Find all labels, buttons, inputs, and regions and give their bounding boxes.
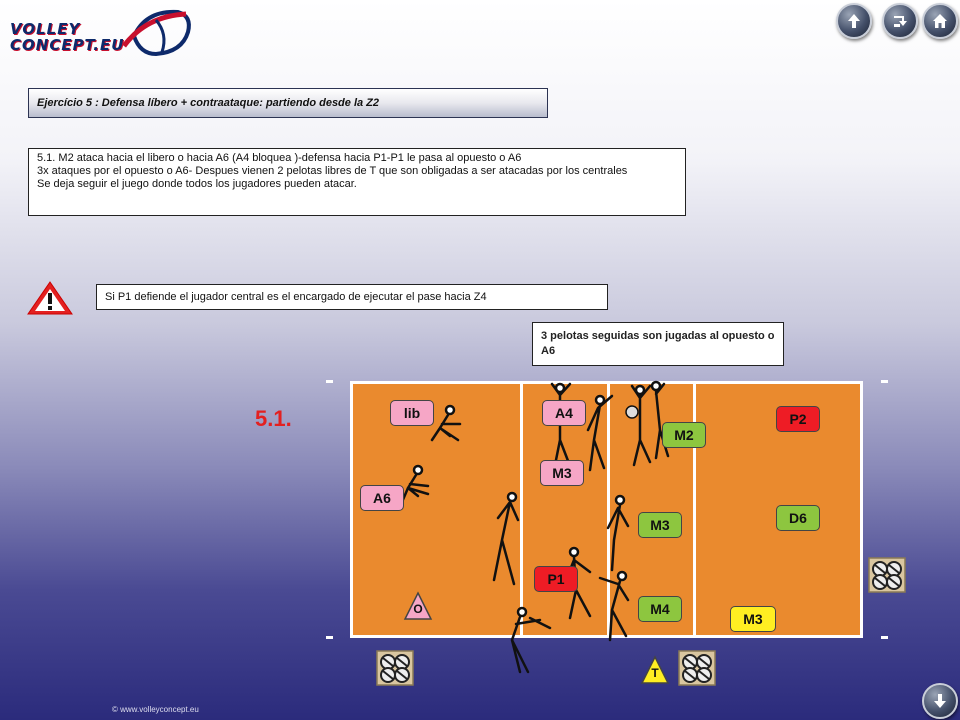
triangle-icon bbox=[403, 591, 433, 620]
marker-o-label: O bbox=[413, 602, 423, 616]
logo: VOLLEY CONCEPT.EU bbox=[6, 6, 196, 58]
description-line: Se deja seguir el juego donde todos los … bbox=[37, 178, 357, 190]
home-icon bbox=[933, 14, 947, 28]
player-p2: P2 bbox=[776, 406, 820, 432]
court-corner-mark bbox=[881, 380, 888, 383]
logo-text-concept: CONCEPT.EU bbox=[10, 36, 125, 54]
player-lib: lib bbox=[390, 400, 434, 426]
player-m3-mid: M3 bbox=[638, 512, 682, 538]
player-m3-right: M3 bbox=[730, 606, 776, 632]
court-corner-mark bbox=[326, 380, 333, 383]
player-m4: M4 bbox=[638, 596, 682, 622]
description-line: 3x ataques por el opuesto o A6- Despues … bbox=[37, 165, 628, 177]
exercise-description: 5.1. M2 ataca hacia el libero o hacia A6… bbox=[28, 148, 686, 216]
down-arrow-icon bbox=[934, 694, 946, 708]
volleyball-logo-icon bbox=[121, 9, 191, 57]
player-p1: P1 bbox=[534, 566, 578, 592]
warning-note: Si P1 defiende el jugador central es el … bbox=[96, 284, 608, 310]
court-corner-mark bbox=[881, 636, 888, 639]
ball-basket-icon bbox=[376, 650, 414, 686]
warning-icon bbox=[27, 281, 73, 315]
attack-line-right bbox=[693, 384, 696, 635]
ball-basket-icon bbox=[678, 650, 716, 686]
marker-t: T bbox=[640, 655, 670, 685]
return-button[interactable] bbox=[882, 3, 918, 39]
player-m2: M2 bbox=[662, 422, 706, 448]
net-line bbox=[607, 384, 610, 635]
logo-text-volley: VOLLEY bbox=[10, 20, 81, 38]
up-arrow-button[interactable] bbox=[836, 3, 872, 39]
marker-t-label: T bbox=[651, 666, 659, 680]
player-m3-left: M3 bbox=[540, 460, 584, 486]
exercise-title: Ejercício 5 : Defensa líbero + contraata… bbox=[28, 88, 548, 118]
triangle-icon bbox=[640, 655, 670, 684]
player-a4: A4 bbox=[542, 400, 586, 426]
description-line: 5.1. M2 ataca hacia el libero o hacia A6… bbox=[37, 152, 522, 164]
home-button[interactable] bbox=[922, 3, 958, 39]
player-d6: D6 bbox=[776, 505, 820, 531]
return-icon bbox=[894, 16, 907, 27]
copyright-text: © www.volleyconcept.eu bbox=[112, 705, 199, 714]
player-a6: A6 bbox=[360, 485, 404, 511]
marker-o: O bbox=[403, 591, 433, 621]
exercise-number-label: 5.1. bbox=[255, 406, 292, 431]
court-corner-mark bbox=[326, 636, 333, 639]
down-arrow-button[interactable] bbox=[922, 683, 958, 719]
up-arrow-icon bbox=[848, 14, 860, 28]
balls-note: 3 pelotas seguidas son jugadas al opuest… bbox=[532, 322, 784, 366]
ball-basket-icon bbox=[868, 557, 906, 593]
attack-line-left bbox=[520, 384, 523, 635]
